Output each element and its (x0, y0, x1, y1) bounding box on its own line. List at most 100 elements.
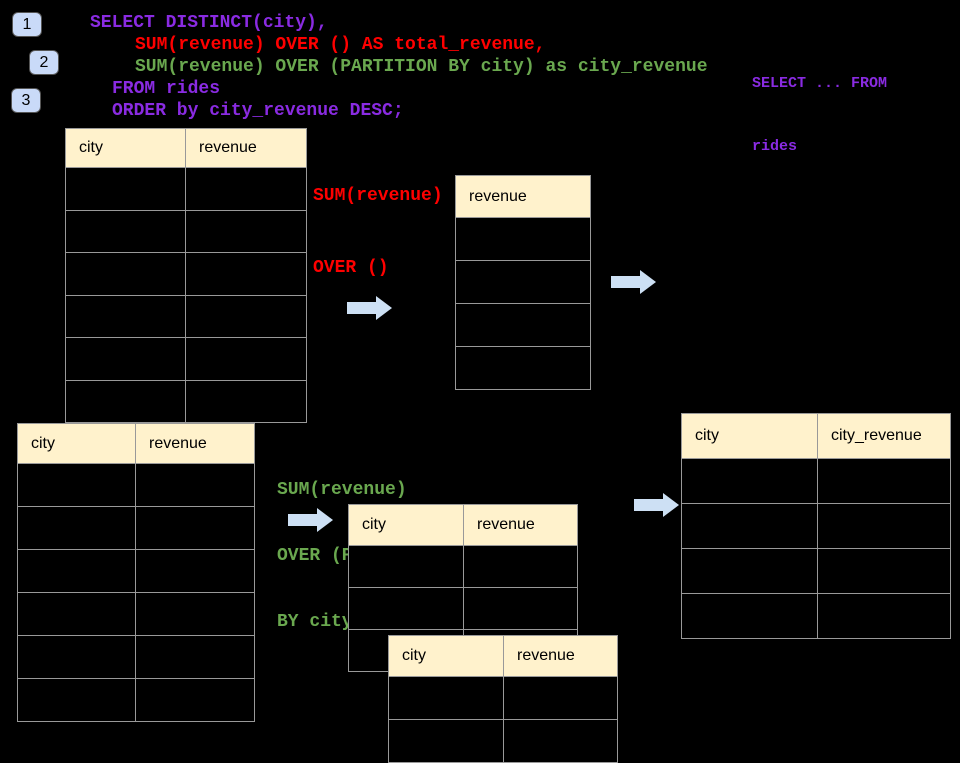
empty-cell (18, 550, 136, 592)
column-header-city: city (66, 129, 186, 167)
empty-cell (818, 549, 950, 593)
step-badge-3-label: 3 (21, 91, 31, 109)
column-header-city: city (18, 424, 136, 463)
arrow-head (317, 508, 333, 532)
empty-cell (18, 679, 136, 721)
empty-cell (504, 677, 617, 719)
table-row (682, 549, 950, 594)
annotation-total-revenue: SUM(revenue) OVER () (313, 136, 443, 304)
empty-cell (66, 380, 186, 422)
empty-cell (18, 636, 136, 678)
empty-cell (349, 546, 464, 587)
empty-cell (186, 296, 306, 338)
empty-cell (389, 720, 504, 762)
empty-cell (456, 218, 590, 260)
empty-cell (504, 720, 617, 762)
step-badge-2-label: 2 (39, 53, 49, 71)
table-row (456, 261, 590, 304)
empty-cell (186, 338, 306, 380)
column-header-revenue: revenue (477, 516, 535, 533)
arrow-shaft (611, 276, 640, 288)
column-header-city: city (389, 636, 504, 676)
table-row (18, 507, 254, 550)
table-row (66, 168, 306, 211)
empty-cell (66, 253, 186, 295)
table-row (18, 636, 254, 679)
table-row (66, 295, 306, 338)
table-row (349, 588, 577, 630)
sql-line-from: FROM rides (112, 79, 221, 99)
empty-cell (682, 459, 818, 503)
annotation-total-line-2: OVER () (313, 258, 389, 278)
column-header-revenue: revenue (199, 139, 257, 156)
empty-cell (18, 593, 136, 635)
table-source-top: city revenue (65, 128, 307, 423)
empty-cell (136, 679, 254, 721)
table-header-row: city revenue (349, 505, 577, 546)
empty-cell (389, 677, 504, 719)
table-row (389, 720, 617, 762)
arrow-head (376, 296, 392, 320)
empty-cell (136, 464, 254, 506)
empty-cell (682, 504, 818, 548)
empty-cell (136, 507, 254, 549)
side-note-line-2: rides (752, 138, 798, 155)
empty-cell (186, 253, 306, 295)
step-badge-1: 1 (12, 12, 42, 37)
table-row (682, 594, 950, 638)
sql-line-select: SELECT DISTINCT(city), (90, 13, 328, 33)
table-row (66, 380, 306, 422)
table-partition-back: city revenue (388, 635, 618, 763)
empty-cell (682, 549, 818, 593)
arrow-head (663, 493, 679, 517)
column-header-city: city (349, 505, 464, 545)
empty-cell (456, 304, 590, 346)
empty-cell (349, 588, 464, 629)
annotation-partition-line-1: SUM(revenue) (277, 480, 407, 500)
table-row (66, 253, 306, 296)
table-header-row: city revenue (66, 129, 306, 168)
table-row (456, 218, 590, 261)
arrow-head (640, 270, 656, 294)
table-row (18, 464, 254, 507)
column-header-revenue: revenue (149, 434, 207, 452)
table-row (682, 504, 950, 549)
empty-cell (682, 594, 818, 638)
table-row (389, 677, 617, 720)
arrow-shaft (347, 302, 376, 314)
table-row (349, 546, 577, 588)
empty-cell (456, 347, 590, 389)
table-row (66, 338, 306, 381)
arrow-shaft (288, 514, 317, 526)
empty-cell (18, 507, 136, 549)
empty-cell (186, 168, 306, 210)
sql-line-order-by: ORDER by city_revenue DESC; (112, 101, 404, 121)
annotation-total-line-1: SUM(revenue) (313, 186, 443, 206)
flow-arrow-to-partition-tables-icon (288, 508, 333, 532)
table-row (456, 304, 590, 347)
table-row (66, 210, 306, 253)
column-header-revenue: revenue (517, 647, 575, 664)
table-header-row: revenue (456, 176, 590, 218)
empty-cell (136, 550, 254, 592)
empty-cell (818, 504, 950, 548)
empty-cell (18, 464, 136, 506)
empty-cell (66, 210, 186, 252)
table-row (682, 459, 950, 504)
column-header-city: city (682, 414, 818, 458)
empty-cell (66, 168, 186, 210)
flow-arrow-from-total-table-icon (611, 270, 656, 294)
table-header-row: city revenue (389, 636, 617, 677)
flow-arrow-to-result-table-icon (634, 493, 679, 517)
empty-cell (136, 593, 254, 635)
side-note-select-from: SELECT ... FROM rides (752, 31, 887, 178)
side-note-line-1: SELECT ... FROM (752, 75, 888, 92)
sql-line-total-revenue: SUM(revenue) OVER () AS total_revenue, (135, 35, 546, 55)
table-source-bottom: city revenue (17, 423, 255, 722)
step-badge-2: 2 (29, 50, 59, 75)
step-badge-3: 3 (11, 88, 41, 113)
table-row (18, 679, 254, 721)
table-row (18, 593, 254, 636)
table-total-result: revenue (455, 175, 591, 390)
